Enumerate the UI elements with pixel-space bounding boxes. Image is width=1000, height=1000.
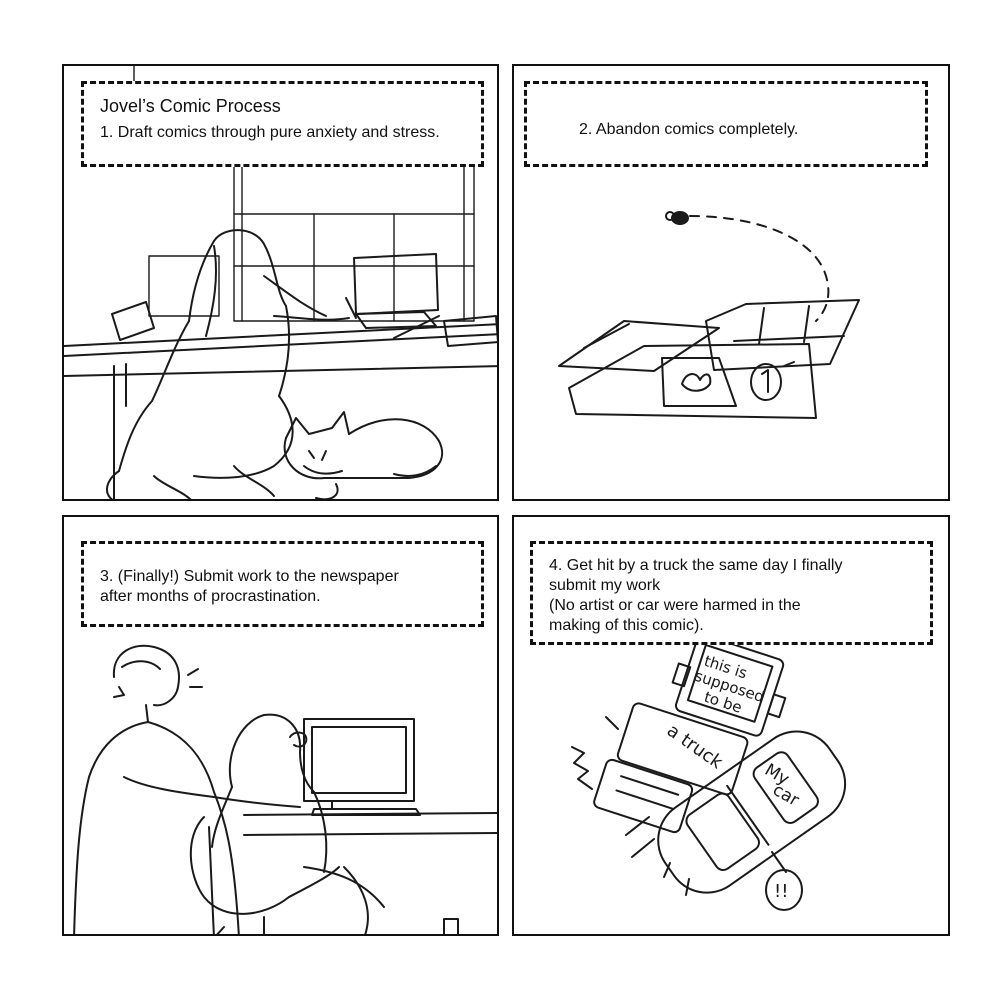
caption-text-4d: making of this comic). xyxy=(549,617,704,634)
comic-panel-1: Jovel’s Comic Process 1. Draft comics th… xyxy=(62,64,499,501)
comic-panel-3: 3. (Finally!) Submit work to the newspap… xyxy=(62,515,499,936)
caption-text-4b: submit my work xyxy=(549,577,661,594)
drawing-abandoned-pages xyxy=(558,211,860,419)
comic-title: Jovel’s Comic Process xyxy=(100,96,281,116)
caption-text-4c: (No artist or car were harmed in the xyxy=(549,597,801,614)
caption-text-4a: 4. Get hit by a truck the same day I fin… xyxy=(549,557,843,574)
caption-box-3: 3. (Finally!) Submit work to the newspap… xyxy=(81,541,484,627)
caption-box-2: 2. Abandon comics completely. xyxy=(524,81,928,167)
caption-box-4: 4. Get hit by a truck the same day I fin… xyxy=(530,541,933,645)
caption-text-1: 1. Draft comics through pure anxiety and… xyxy=(100,124,440,141)
exclaim-text: !! xyxy=(774,881,788,902)
drawing-submitting-work xyxy=(73,644,497,934)
caption-text-3a: 3. (Finally!) Submit work to the newspap… xyxy=(100,568,399,585)
comic-panel-4: 4. Get hit by a truck the same day I fin… xyxy=(512,515,950,936)
caption-text-2: 2. Abandon comics completely. xyxy=(579,121,799,138)
drawing-truck-crash: this is supposed to be a truck My car !! xyxy=(571,633,847,911)
caption-text-3b: after months of procrastination. xyxy=(100,588,321,605)
comic-panel-2: 2. Abandon comics completely. xyxy=(512,64,950,501)
drawing-artist-at-desk xyxy=(64,66,497,499)
caption-box-1: Jovel’s Comic Process 1. Draft comics th… xyxy=(81,81,484,167)
